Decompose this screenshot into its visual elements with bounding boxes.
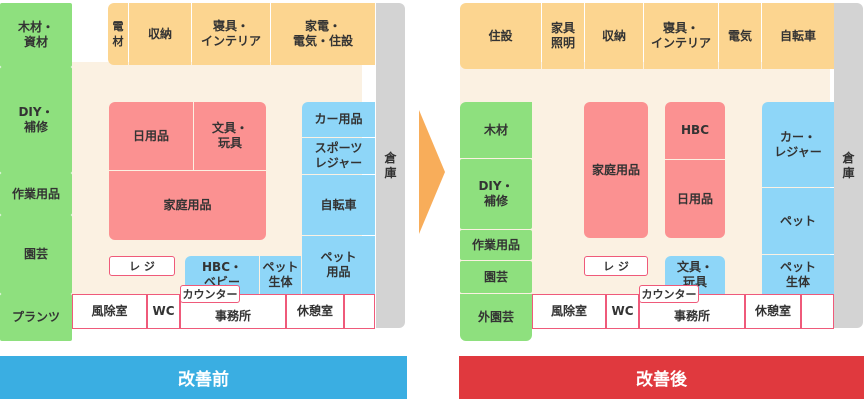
- zone-gardening: 園芸: [460, 261, 532, 293]
- rest-room: 休憩室: [286, 294, 344, 329]
- zone-sports-leisure: スポーツ レジャー: [302, 138, 375, 174]
- warehouse: 倉 庫: [834, 3, 863, 328]
- zone-stationery-toys: 文具・ 玩具: [194, 102, 266, 170]
- zone-bedding-interior: 寝具・ インテリア: [192, 3, 270, 65]
- zone-gardening: 園芸: [0, 215, 72, 294]
- zone-pet-goods: ペット 用品: [302, 236, 375, 294]
- after-floor-plan: 住設 家具 照明 収納 寝具・ インテリア 電気 自転車 木材 DIY・ 補修 …: [457, 0, 864, 345]
- service-counter: カウンター: [180, 285, 240, 303]
- warehouse: 倉 庫: [376, 3, 405, 328]
- zone-furniture-lighting: 家具 照明: [542, 3, 584, 69]
- zone-lumber: 木材: [460, 102, 532, 158]
- register: レ ジ: [109, 256, 175, 276]
- zone-outdoor-gardening: 外園芸: [460, 294, 532, 341]
- zone-diy: DIY・ 補修: [460, 159, 532, 229]
- zone-bedding-interior: 寝具・ インテリア: [644, 3, 718, 69]
- zone-electrical: 電気: [719, 3, 761, 69]
- zone-appliances: 家電・ 電気・住設: [271, 3, 375, 65]
- zone-bicycle: 自転車: [762, 3, 834, 69]
- register: レ ジ: [584, 256, 648, 276]
- zone-storage: 収納: [129, 3, 191, 65]
- zone-daily-goods: 日用品: [665, 160, 725, 238]
- zone-car-leisure: カー・ レジャー: [762, 102, 834, 187]
- arrow-right-icon: [419, 110, 445, 234]
- wind-shelter-room: 風除室: [532, 294, 606, 329]
- zone-hbc: HBC: [665, 102, 725, 159]
- zone-household-goods: 家庭用品: [109, 171, 266, 240]
- zone-storage: 収納: [585, 3, 643, 69]
- before-banner: 改善前: [0, 356, 407, 399]
- rest-room: 休憩室: [745, 294, 801, 329]
- zone-live-pets: ペット 生体: [762, 255, 834, 294]
- wc: WC: [147, 294, 180, 329]
- zone-car-goods: カー用品: [302, 102, 375, 137]
- zone-household-goods: 家庭用品: [584, 102, 648, 238]
- zone-pet: ペット: [762, 188, 834, 254]
- zone-lumber: 木材・ 資材: [0, 3, 72, 67]
- after-banner: 改善後: [459, 356, 864, 399]
- zone-bicycle: 自転車: [302, 175, 375, 235]
- wind-shelter-room: 風除室: [72, 294, 147, 329]
- service-counter: カウンター: [639, 285, 699, 303]
- zone-daily-goods: 日用品: [109, 102, 193, 170]
- zone-diy: DIY・ 補修: [0, 67, 72, 173]
- zone-work-goods: 作業用品: [460, 230, 532, 260]
- empty-room: [801, 294, 834, 329]
- before-floor-plan: 木材・ 資材 DIY・ 補修 作業用品 園芸 プランツ 電 材 収納 寝具・ イ…: [0, 0, 410, 345]
- zone-electrical-materials: 電 材: [108, 3, 128, 65]
- zone-plants: プランツ: [0, 294, 72, 341]
- wc: WC: [606, 294, 639, 329]
- zone-housing-equipment: 住設: [460, 3, 541, 69]
- zone-live-pets: ペット 生体: [260, 256, 301, 294]
- zone-work-goods: 作業用品: [0, 173, 72, 215]
- empty-room: [344, 294, 375, 329]
